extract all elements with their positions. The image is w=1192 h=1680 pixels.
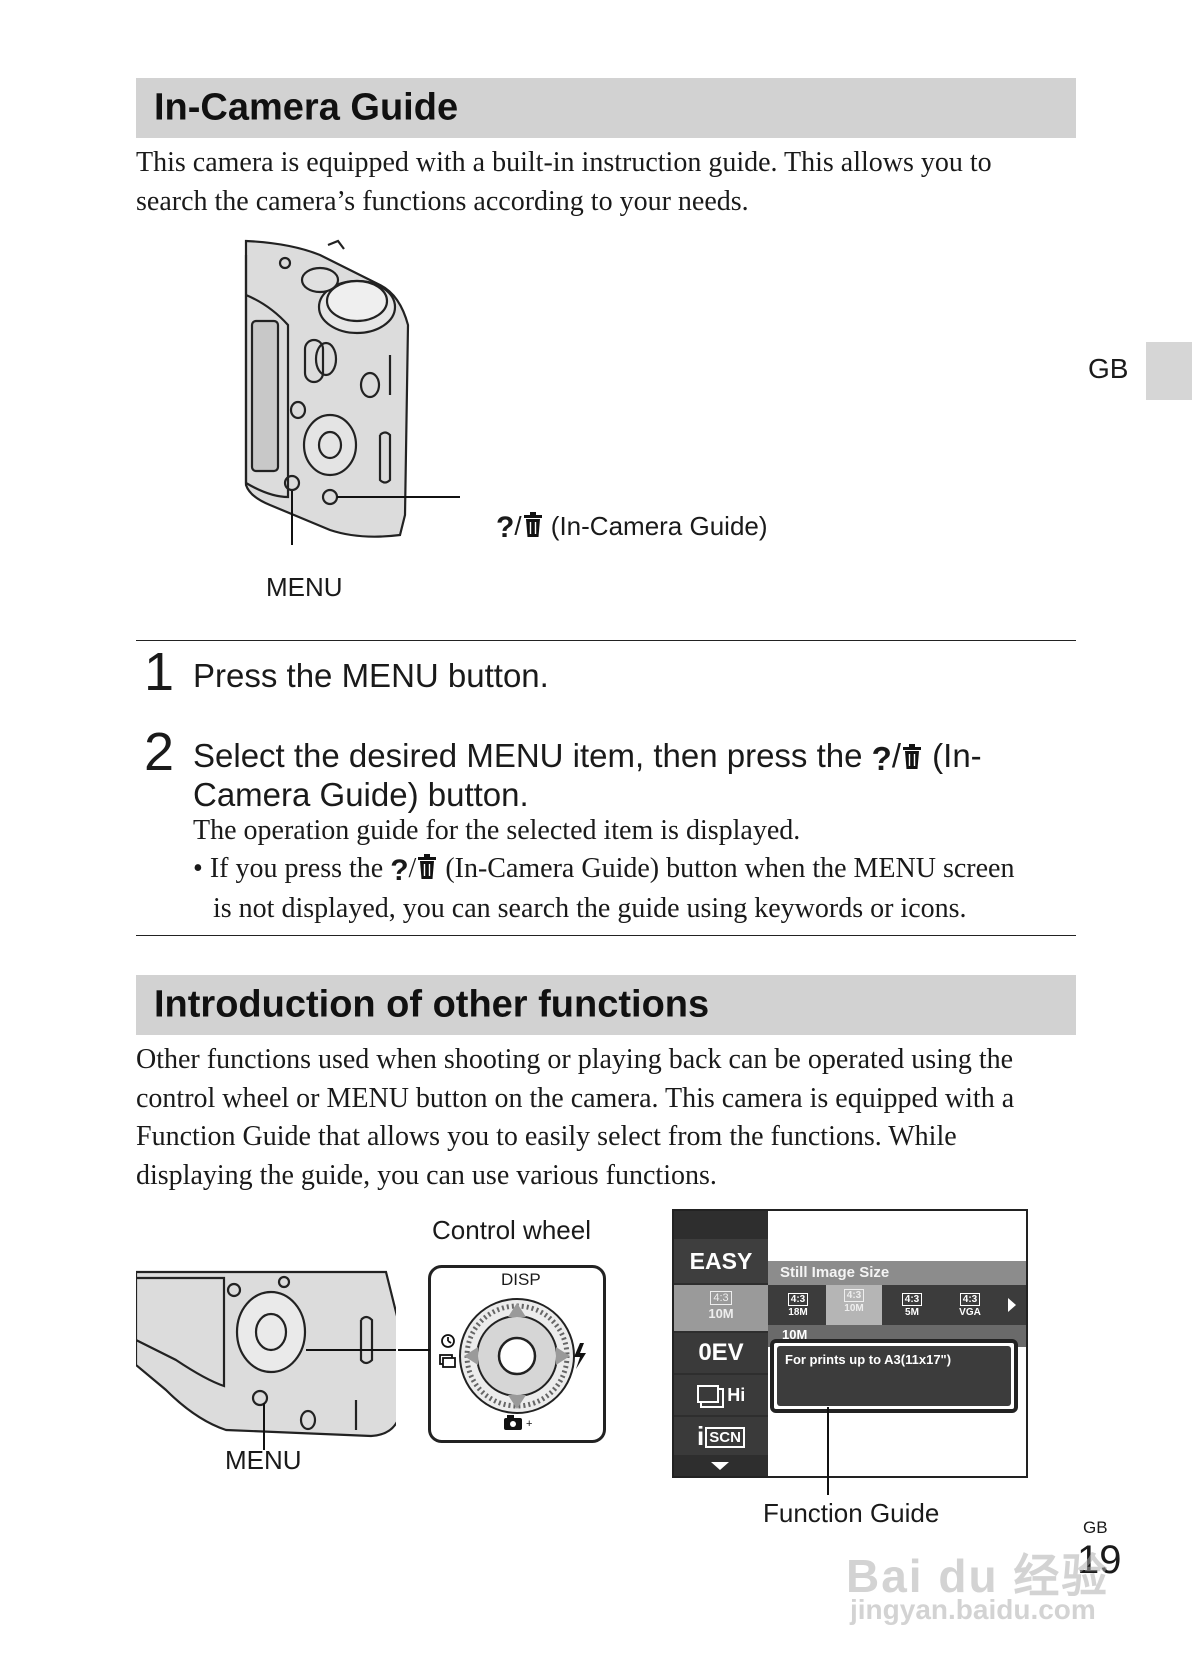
bullet-line: is not displayed, you can search the gui… (213, 893, 967, 924)
page-number: 19 (1077, 1538, 1122, 1582)
step-body: The operation guide for the selected ite… (193, 815, 801, 846)
menu-item-easy[interactable]: EASY (674, 1239, 768, 1283)
trash-icon (418, 854, 437, 879)
section-heading-other-functions: Introduction of other functions (136, 975, 1076, 1035)
paragraph-line: Function Guide that allows you to easily… (136, 1121, 957, 1152)
trash-icon (523, 512, 542, 537)
divider (136, 640, 1076, 641)
scroll-right-icon[interactable] (1008, 1298, 1016, 1312)
step-title-part: Select the desired MENU item, then press… (193, 737, 863, 774)
connector-line (398, 1349, 430, 1351)
function-guide-text: For prints up to A3(11x17") (777, 1346, 1011, 1406)
function-guide-label: Function Guide (763, 1498, 940, 1528)
svg-text:+: + (526, 1418, 532, 1430)
function-guide-pointer (827, 1407, 829, 1495)
trash-icon (903, 744, 921, 769)
callout-text: (In-Camera Guide) (550, 511, 768, 541)
menu-item-ev[interactable]: 0EV (674, 1333, 768, 1373)
ratio-badge: 4:3 (710, 1291, 732, 1305)
paragraph-line: displaying the guide, you can use variou… (136, 1159, 717, 1191)
in-camera-guide-callout: ?/ (In-Camera Guide) (496, 511, 768, 544)
menu-callout-bottom: MENU (225, 1445, 302, 1475)
control-wheel-illustration: + (428, 1265, 606, 1443)
heading-text: In-Camera Guide (154, 86, 459, 129)
control-wheel-label: Control wheel (432, 1215, 591, 1245)
step-title-part: Camera Guide) button. (193, 776, 529, 813)
watermark-brand: Bai du 经验 (846, 1550, 1110, 1602)
page-region: GB (1083, 1518, 1108, 1537)
size-option-vga[interactable]: 4:3 VGA (959, 1293, 981, 1318)
size-options-row: 4:3 18M 4:3 10M 4:3 5M 4:3 VGA (768, 1285, 1026, 1325)
screen-title: Still Image Size (768, 1261, 1026, 1285)
intro-paragraph: This camera is equipped with a built-in … (136, 144, 1081, 221)
intro-line: This camera is equipped with a built-in … (136, 147, 992, 178)
section-heading-in-camera-guide: In-Camera Guide (136, 78, 1076, 138)
menu-callout: MENU (266, 572, 343, 602)
step-title: Select the desired MENU item, then press… (193, 737, 982, 813)
size-option-5m[interactable]: 4:3 5M (888, 1289, 936, 1318)
paragraph-line: control wheel or MENU button on the came… (136, 1082, 1015, 1114)
step-bullet: • If you press the ?/ (In-Camera Guide) … (193, 850, 1083, 928)
step-number: 2 (144, 722, 175, 782)
functions-paragraph: Other functions used when shooting or pl… (136, 1041, 1081, 1195)
side-tab (1146, 342, 1192, 400)
burst-label: Hi (727, 1385, 746, 1405)
intro-line: search the camera’s functions according … (136, 185, 749, 217)
divider (136, 935, 1076, 936)
menu-item-image-size[interactable]: 4:3 10M (674, 1285, 768, 1331)
scroll-down-icon[interactable] (711, 1462, 729, 1470)
size-option-10m-selected[interactable]: 4:3 10M (826, 1285, 882, 1325)
size-option-18m[interactable]: 4:3 18M (787, 1293, 809, 1318)
step-title: Press the MENU button. (193, 657, 549, 694)
help-icon: ? (871, 740, 892, 777)
menu-item-burst[interactable]: Hi (674, 1375, 768, 1415)
camera-back-illustration (244, 239, 460, 545)
camera-corner-illustration (136, 1270, 396, 1450)
heading-text: Introduction of other functions (154, 983, 710, 1026)
help-icon: ? (390, 854, 409, 887)
iscn-label: SCN (705, 1427, 745, 1448)
step-title-part: (In- (932, 737, 982, 774)
paragraph-line: Other functions used when shooting or pl… (136, 1044, 1014, 1075)
watermark-url: jingyan.baidu.com (850, 1594, 1096, 1625)
step-number: 1 (144, 642, 175, 702)
function-guide-frame: For prints up to A3(11x17") (770, 1339, 1018, 1413)
bullet-part: If you press the (209, 853, 384, 884)
bullet-part: (In-Camera Guide) button when the MENU s… (445, 853, 1015, 884)
burst-icon (696, 1385, 719, 1403)
side-tab-label: GB (1088, 353, 1129, 384)
size-value: 10M (708, 1306, 734, 1321)
iscn-i: i (697, 1421, 705, 1451)
disp-label: DISP (501, 1270, 541, 1289)
help-icon: ? (496, 511, 515, 544)
